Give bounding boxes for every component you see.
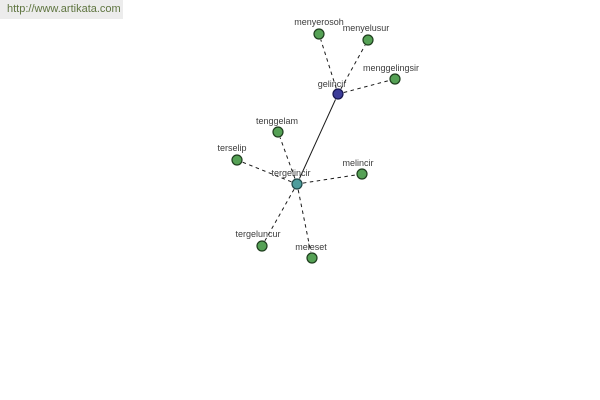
url-text: http://www.artikata.com [7,3,121,15]
graph-node-tenggelam[interactable] [272,126,284,138]
graph-node-label-melincir[interactable]: melincir [342,158,374,168]
graph-node-label-meleset[interactable]: meleset [295,242,327,252]
graph-edge-tergelincir-terselip [242,161,292,183]
graph-edge-gelincir-menyelusur [340,44,366,90]
graph-node-meleset[interactable] [306,252,318,264]
graph-node-label-tergeluncur[interactable]: tergeluncur [235,229,281,239]
graph-node-label-gelincir[interactable]: gelincir [317,79,347,89]
graph-node-terselip[interactable] [231,154,243,166]
graph-edge-tergelincir-gelincir [299,99,336,179]
graph-edge-gelincir-menyerosoh [320,39,337,89]
graph-node-tergelincir[interactable] [291,178,303,190]
browser-url-bar: http://www.artikata.com [0,0,123,19]
graph-node-tergeluncur[interactable] [256,240,268,252]
graph-edge-gelincir-menggelingsir [343,80,390,93]
graph-node-menyelusur[interactable] [362,34,374,46]
graph-node-melincir[interactable] [356,168,368,180]
graph-node-menyerosoh[interactable] [313,28,325,40]
graph-node-label-menyerosoh[interactable]: menyerosoh [294,17,344,27]
graph-node-gelincir[interactable] [332,88,344,100]
graph-node-label-menggelingsir[interactable]: menggelingsir [362,63,420,73]
graph-edge-tergelincir-melincir [302,174,357,184]
graph-edge-tergelincir-tenggelam [279,137,296,179]
graph-node-label-terselip[interactable]: terselip [217,143,247,153]
graph-node-label-menyelusur[interactable]: menyelusur [342,23,390,33]
graph-node-label-tergelincir[interactable]: tergelincir [271,168,311,178]
graph-node-label-tenggelam[interactable]: tenggelam [255,116,299,126]
graph-node-menggelingsir[interactable] [389,73,401,85]
graph-edge-tergelincir-tergeluncur [264,188,295,242]
